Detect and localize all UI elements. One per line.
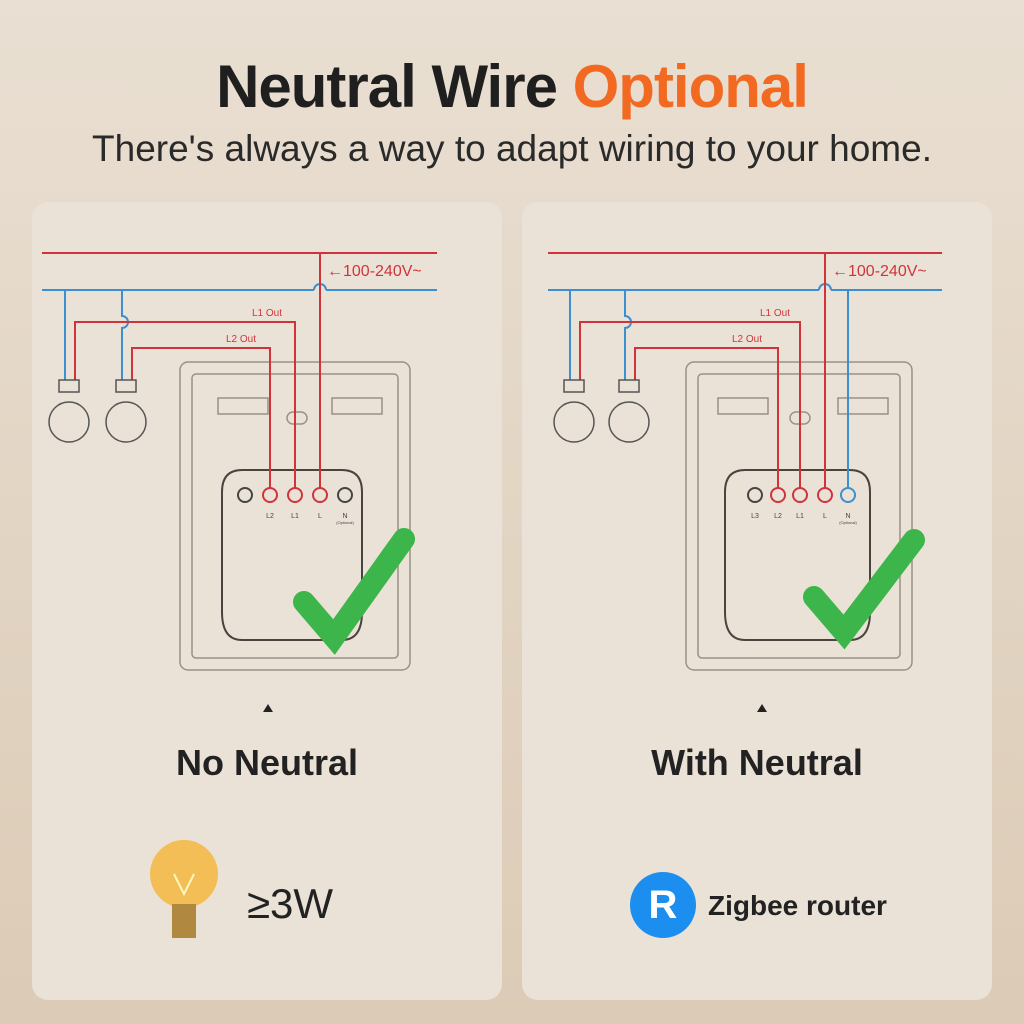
check-icon: [293, 528, 415, 655]
no-neutral-panel: ←100-240V~ L1 Out L2 Out L2 L1 L N (Opti…: [32, 202, 502, 1000]
terminal-block: [237, 487, 353, 503]
zigbee-router-icon: R: [630, 872, 696, 938]
terminal-label: L2: [266, 513, 274, 520]
mode-label: With Neutral: [651, 742, 863, 783]
with-neutral-wiring-diagram: ←100-240V~ L1 Out L2 Out L3 L2 L1 L N (O…: [548, 252, 942, 712]
l1-out-label: L1 Out: [760, 308, 790, 319]
mode-label: No Neutral: [175, 742, 359, 783]
triangle-marker: [757, 704, 767, 712]
optional-label: (Optional): [336, 520, 354, 525]
min-load-feature: ≥3W: [247, 880, 334, 927]
l2-out-label: L2 Out: [226, 334, 256, 345]
bulb-icon: [48, 379, 147, 443]
terminal-label: N: [342, 513, 347, 520]
optional-label: (Optional): [839, 520, 857, 525]
triangle-marker: [263, 704, 273, 712]
terminal-label: L2: [774, 513, 782, 520]
with-neutral-panel: ←100-240V~ L1 Out L2 Out L3 L2 L1 L N (O…: [522, 202, 992, 1000]
terminal-label: L: [823, 513, 827, 520]
terminal-label: L1: [291, 513, 299, 520]
terminal-label: L3: [751, 513, 759, 520]
terminal-label: N: [845, 513, 850, 520]
terminal-label: L: [318, 513, 322, 520]
check-icon: [803, 529, 925, 650]
terminal-block: [747, 487, 856, 503]
l2-out-label: L2 Out: [732, 334, 762, 345]
l1-out-label: L1 Out: [252, 308, 282, 319]
zigbee-router-feature: Zigbee router: [708, 890, 887, 921]
light-bulb-icon: [150, 840, 218, 938]
voltage-label: ←100-240V~: [832, 263, 927, 280]
voltage-label: ←100-240V~: [327, 263, 422, 280]
terminal-label: L1: [796, 513, 804, 520]
no-neutral-wiring-diagram: ←100-240V~ L1 Out L2 Out L2 L1 L N (Opti…: [42, 252, 437, 712]
subtitle: There's always a way to adapt wiring to …: [92, 128, 932, 169]
bulb-icon: [553, 379, 650, 443]
page-title: Neutral Wire Optional: [216, 53, 809, 120]
